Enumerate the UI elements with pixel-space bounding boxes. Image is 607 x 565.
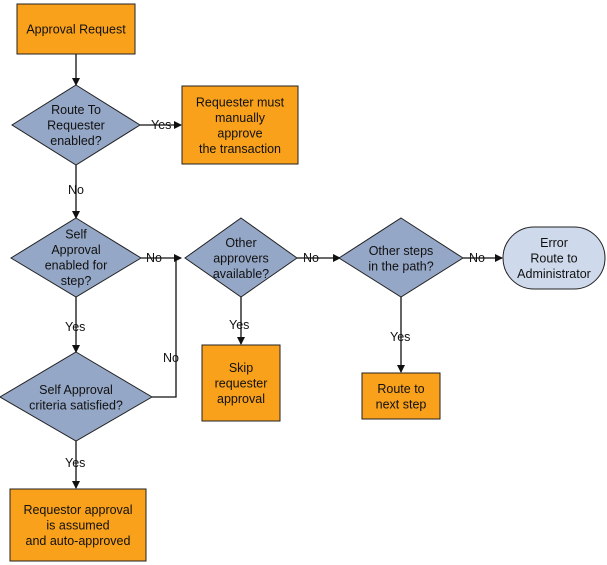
node-label-line: Route To [51,103,101,117]
node-label-line: Self [65,227,87,241]
node-label-line: Skip [229,361,253,375]
connectors [72,54,503,489]
node-label-line: available? [213,267,269,281]
node-label-line: approvers [213,252,269,266]
node-label-line: Route to [377,382,424,396]
node-label-line: is assumed [46,519,109,533]
edge-label-no: No [146,251,162,265]
edge-label-no: No [469,251,485,265]
other-steps-decision [338,217,464,298]
error-administrator-terminal [502,226,606,290]
node-label-line: and auto-approved [26,534,131,548]
edge-label-no: No [163,351,179,365]
node-label-line: Other steps [369,244,434,258]
node-label-line: manually [215,111,266,125]
node-label-line: Error [540,236,568,250]
node-label-line: Requester [47,119,105,133]
requester-manual-box [181,85,299,165]
node-label-line: approve [217,126,262,140]
route-next-step-box [361,372,441,420]
self-approval-enabled-decision [10,217,142,298]
node-label-line: Route to [530,252,577,266]
edge-labels: Yes No No Yes No Yes Yes No Yes No [65,118,485,470]
node-label-line: Administrator [517,267,591,281]
approval-request-label: Approval Request [26,23,126,37]
edge-label-yes: Yes [151,118,171,132]
node-label-line: Approval [51,243,100,257]
edge-criteria-no [152,258,177,398]
node-label-line: enabled? [50,134,101,148]
node-label-line: Requestor approval [23,503,132,517]
node-label-line: Requester must [196,95,285,109]
node-label-line: the transaction [199,142,281,156]
edge-label-yes: Yes [65,320,85,334]
edge-label-yes: Yes [229,318,249,332]
node-label-line: in the path? [368,259,433,273]
skip-requester-box [201,344,281,422]
node-label-line: requester [215,377,268,391]
edge-label-yes: Yes [390,330,410,344]
requestor-auto-approved-box [9,488,147,562]
node-label-line: Other [225,236,256,250]
approval-request-box [16,3,136,55]
edge-label-no: No [303,251,319,265]
node-label-line: enabled for [45,258,108,272]
edge-label-yes: Yes [65,456,85,470]
node-label-line: Approval Request [26,23,126,37]
route-to-requester-decision [11,84,141,166]
other-approvers-decision [184,217,298,298]
node-label-line: Self Approval [39,383,113,397]
self-approval-criteria-decision [0,351,153,442]
node-label-line: step? [61,274,92,288]
node-label-line: next step [376,397,427,411]
node-label-line: approval [217,392,265,406]
edge-label-no: No [68,183,84,197]
node-label-line: criteria satisfied? [29,398,123,412]
